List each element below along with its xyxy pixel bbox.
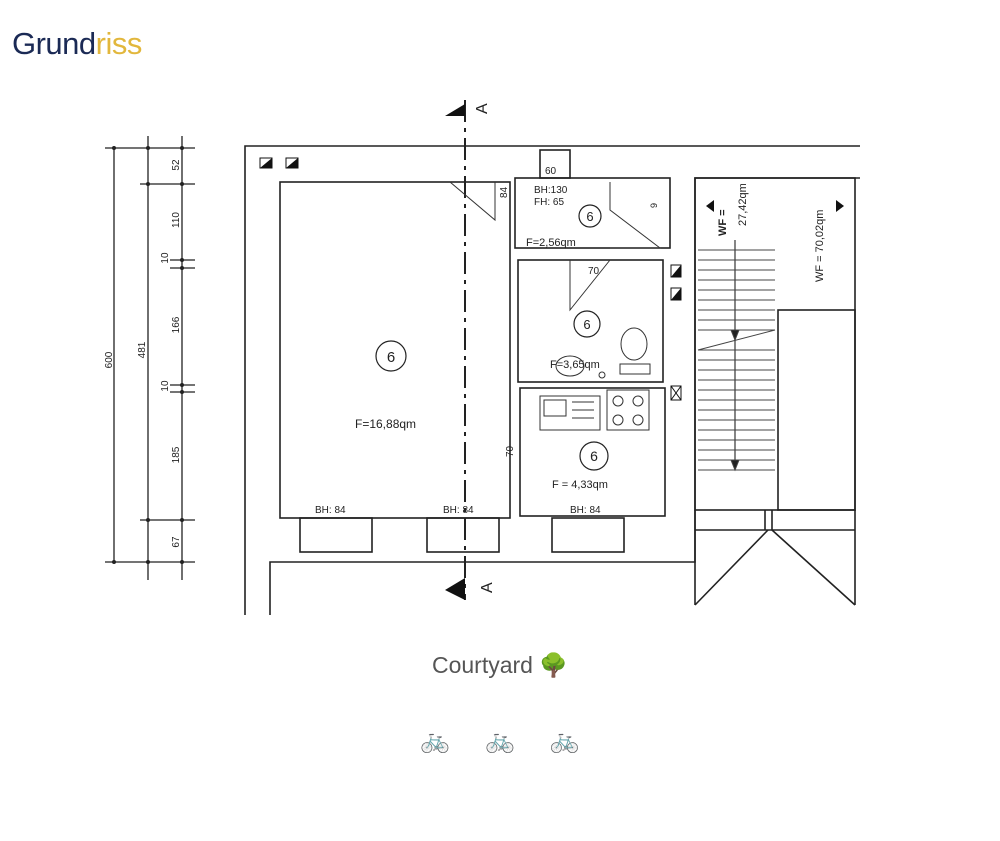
area-main: F=16,88qm — [355, 417, 416, 431]
dim-110: 110 — [171, 212, 182, 228]
door-label-84: 84 — [499, 186, 510, 198]
logo: Grundriss — [12, 26, 142, 62]
wall-symbols — [259, 157, 682, 401]
area-bath: F=3,65qm — [550, 359, 600, 371]
room-number-kitchen: 6 — [590, 448, 598, 464]
dimension-lines — [105, 136, 195, 580]
stair-wf2: WF = 70,02qm — [814, 210, 826, 282]
logo-part1: Grund — [12, 26, 96, 61]
courtyard-text: Courtyard — [431, 652, 533, 678]
bicycle-icon: 🚲 — [549, 727, 580, 754]
room-number-main: 6 — [387, 349, 395, 366]
dim-166: 166 — [171, 316, 182, 333]
room-number-wc: 6 — [586, 209, 593, 224]
door-label-70-kitchen: 70 — [505, 445, 516, 457]
dim-481: 481 — [137, 341, 148, 358]
room-number-bath: 6 — [583, 317, 590, 332]
section-arrow-bottom — [445, 578, 465, 600]
tree-icon: 🌳 — [539, 652, 568, 678]
stair-arrow-right — [836, 200, 844, 212]
area-kitchen: F = 4,33qm — [552, 479, 608, 491]
stair-wf1: WF = — [717, 209, 729, 236]
dim-185: 185 — [171, 446, 182, 463]
dim-600: 600 — [104, 351, 115, 368]
wc-bh: BH:130 — [534, 185, 568, 196]
dim-10a: 10 — [160, 252, 171, 264]
stair-wf1-val: 27,42qm — [737, 183, 749, 226]
window-label-2: BH: 84 — [443, 505, 474, 516]
door-swings — [449, 181, 662, 312]
section-label-bottom: A — [479, 582, 496, 593]
dim-67: 67 — [171, 536, 182, 548]
area-wc: F=2,56qm — [526, 237, 576, 249]
bike-parking: 🚲 🚲 🚲 — [0, 726, 1000, 755]
room-markers — [375, 204, 609, 471]
logo-part2: riss — [95, 26, 143, 61]
section-arrow-top — [445, 104, 465, 116]
top-dim-60: 60 — [545, 166, 557, 177]
dim-52: 52 — [171, 159, 182, 171]
floor-plan: 600 481 52 110 10 166 10 185 67 — [104, 100, 860, 615]
courtyard-label: Courtyard 🌳 — [0, 652, 1000, 679]
bicycle-icon: 🚲 — [485, 727, 515, 754]
stair-arrow-left — [706, 200, 714, 212]
window-label-1: BH: 84 — [315, 505, 346, 516]
bicycle-icon: 🚲 — [420, 727, 451, 754]
stair-treads — [697, 240, 776, 472]
dim-10b: 10 — [160, 380, 171, 392]
door-label-70-bath: 70 — [588, 266, 600, 277]
door-label-9: 9 — [649, 203, 659, 208]
window-label-3: BH: 84 — [570, 505, 601, 516]
walls — [244, 145, 860, 615]
fixtures — [539, 327, 651, 431]
wc-fh: FH: 65 — [534, 197, 564, 208]
section-label-top: A — [474, 103, 491, 114]
